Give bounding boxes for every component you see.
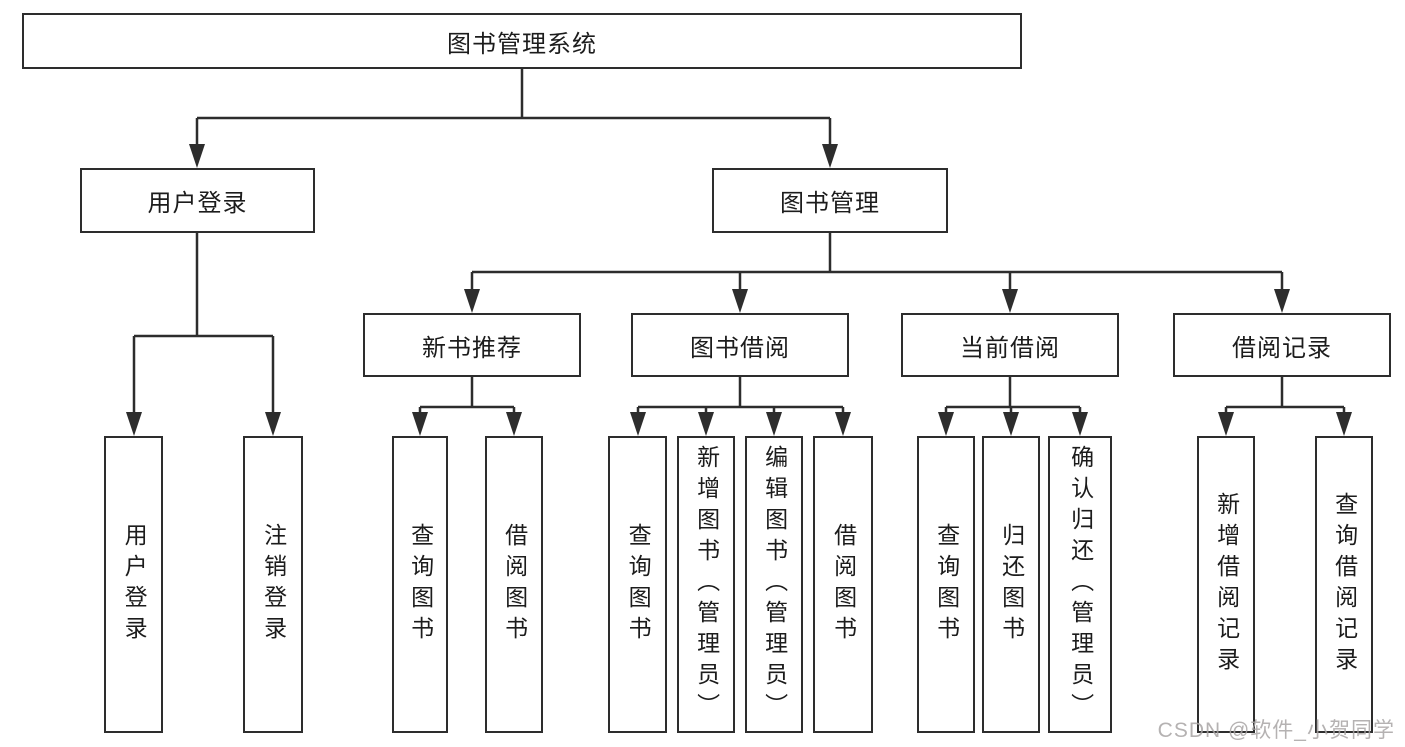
- leaf-add-borrow-record: 新增借阅记录: [1197, 436, 1255, 733]
- arrowhead: [1274, 289, 1290, 313]
- leaf-query-books: 查询图书: [917, 436, 975, 733]
- leaf-borrow-books: 借阅图书: [485, 436, 543, 733]
- arrowhead: [1003, 412, 1019, 436]
- node-borrow-records: 借阅记录: [1173, 313, 1391, 377]
- node-book-management: 图书管理: [712, 168, 948, 233]
- arrowhead: [1218, 412, 1234, 436]
- arrowhead: [766, 412, 782, 436]
- leaf-label: 查询图书: [407, 522, 434, 647]
- arrowhead: [412, 412, 428, 436]
- leaf-label: 归还图书: [998, 522, 1025, 647]
- edge-bookmgmt-to-level3: [470, 233, 1284, 295]
- leaf-label: 查询借阅记录: [1331, 491, 1358, 678]
- node-user-login: 用户登录: [80, 168, 315, 233]
- edge-userlogin-to-leaves: [132, 233, 275, 418]
- leaf-label: 新增图书（管理员）: [693, 445, 720, 724]
- edge-borrowrecords-to-leaves: [1224, 377, 1346, 418]
- arrowhead: [630, 412, 646, 436]
- leaf-query-books: 查询图书: [392, 436, 448, 733]
- leaf-query-books: 查询图书: [608, 436, 667, 733]
- edge-currentborrow-to-leaves: [944, 377, 1082, 418]
- arrowhead: [732, 289, 748, 313]
- csdn-watermark: CSDN @软件_小贺同学: [1157, 719, 1395, 742]
- leaf-label: 用户登录: [121, 522, 148, 647]
- arrowhead: [189, 144, 205, 168]
- leaf-label: 编辑图书（管理员）: [761, 445, 788, 724]
- arrowhead: [126, 412, 142, 436]
- leaf-label: 注销登录: [260, 522, 287, 647]
- arrowhead: [1072, 412, 1088, 436]
- leaf-label: 查询图书: [933, 522, 960, 647]
- leaf-query-borrow-record: 查询借阅记录: [1315, 436, 1373, 733]
- arrowhead: [822, 144, 838, 168]
- leaf-confirm-return-admin: 确认归还（管理员）: [1048, 436, 1112, 733]
- leaf-label: 查询图书: [625, 522, 652, 647]
- edge-newbook-to-leaves: [418, 377, 516, 418]
- leaf-label: 借阅图书: [830, 522, 857, 647]
- leaf-label: 新增借阅记录: [1213, 491, 1240, 678]
- leaf-label: 借阅图书: [501, 522, 528, 647]
- edge-root-to-level2: [195, 69, 832, 150]
- leaf-logout-login: 注销登录: [243, 436, 303, 733]
- leaf-user-login: 用户登录: [104, 436, 163, 733]
- leaf-return-books: 归还图书: [982, 436, 1040, 733]
- node-new-book-recommend: 新书推荐: [363, 313, 581, 377]
- arrowhead: [835, 412, 851, 436]
- arrowhead: [1002, 289, 1018, 313]
- arrowhead: [938, 412, 954, 436]
- node-book-borrow: 图书借阅: [631, 313, 849, 377]
- node-current-borrow: 当前借阅: [901, 313, 1119, 377]
- leaf-add-books-admin: 新增图书（管理员）: [677, 436, 735, 733]
- arrowhead: [1336, 412, 1352, 436]
- leaf-borrow-books: 借阅图书: [813, 436, 873, 733]
- arrowhead: [506, 412, 522, 436]
- leaf-edit-books-admin: 编辑图书（管理员）: [745, 436, 803, 733]
- arrowhead: [464, 289, 480, 313]
- leaf-label: 确认归还（管理员）: [1067, 445, 1094, 724]
- node-library-management-system: 图书管理系统: [22, 13, 1022, 69]
- arrowhead: [698, 412, 714, 436]
- arrowhead: [265, 412, 281, 436]
- edge-bookborrow-to-leaves: [636, 377, 845, 418]
